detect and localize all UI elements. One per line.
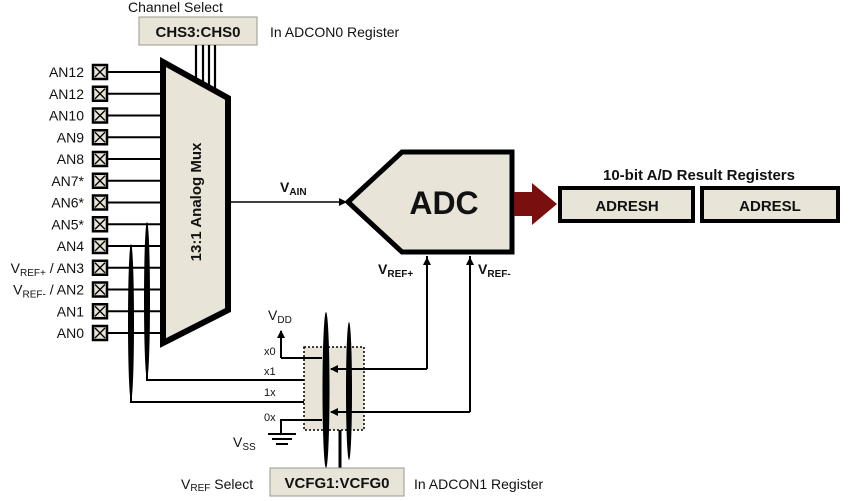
input-pin-row: AN7* [51, 172, 163, 189]
input-pin-row: AN6* [51, 194, 163, 211]
channel-select-title: Channel Select [128, 0, 223, 15]
pin-cross-mark [94, 66, 106, 78]
vref-select-title: VREF Select [181, 476, 253, 494]
vref-minus-label: VREF- [478, 261, 511, 280]
chs-register-box [138, 16, 258, 46]
input-pin-label: AN0 [57, 325, 84, 341]
switch-code-0x: 0x [264, 412, 276, 424]
pin-cross-mark [94, 284, 106, 295]
result-arrow-icon [514, 183, 557, 225]
input-pin-row: AN12 [49, 63, 163, 81]
input-pin-label: AN12 [49, 86, 84, 102]
input-pin-label: AN1 [57, 303, 84, 319]
input-pin-label: VREF- / AN2 [13, 282, 84, 301]
analog-mux [160, 56, 231, 348]
result-registers-title: 10-bit A/D Result Registers [603, 167, 795, 184]
switch-code-1x: 1x [264, 387, 276, 399]
input-pin-row: AN5* [51, 216, 163, 233]
adresl-register [700, 186, 840, 223]
adresh-register [558, 186, 695, 223]
vref-pin-routing [130, 224, 322, 403]
pin-cross-mark [94, 110, 106, 121]
switch-bus-ellipse-2 [346, 322, 352, 460]
vcfg-register-bits: VCFG1:VCFG0 [284, 475, 389, 492]
adresh-label: ADRESH [595, 198, 658, 215]
input-pin-row: AN4 [57, 237, 163, 255]
pin-cross-mark [94, 175, 106, 187]
input-pin-row: AN10 [49, 107, 163, 124]
vss-line [280, 419, 322, 433]
input-pin-label: AN12 [49, 64, 84, 80]
input-pin-label: AN10 [49, 108, 84, 124]
pin-cross-mark [94, 131, 106, 143]
vss-label: VSS [233, 434, 256, 453]
input-pin-row: VREF+ / AN3 [11, 259, 163, 279]
chs-register-note: In ADCON0 Register [270, 24, 399, 40]
input-pin-label: AN4 [57, 238, 84, 254]
vref-switch-box [303, 346, 365, 431]
input-pin-row: AN0 [57, 324, 163, 342]
pin-cross-mark [94, 153, 106, 165]
switch-code-x1: x1 [264, 366, 276, 378]
pin-cross-mark [94, 262, 106, 274]
switch-bus-ellipse-1 [322, 312, 330, 468]
input-pin-row: AN12 [49, 85, 163, 102]
input-pin-row: AN9 [57, 129, 163, 146]
pin-cross-mark [94, 327, 106, 339]
input-pin-row: AN8 [57, 150, 163, 168]
input-pin-row: AN1 [57, 303, 163, 320]
pin-cross-mark [94, 88, 106, 100]
vain-label: VAIN [280, 179, 307, 198]
input-pin-row: VREF- / AN2 [13, 281, 163, 301]
vdd-label: VDD [268, 307, 292, 326]
vref-plus-label: VREF+ [378, 261, 413, 280]
pin-cross-mark [94, 218, 106, 230]
input-pin-label: AN6* [51, 195, 84, 211]
vcfg-register-box [269, 467, 405, 497]
adc-label: ADC [409, 185, 478, 221]
channel-select-lines [194, 45, 217, 88]
switch-code-x0: x0 [264, 346, 276, 358]
ground-icon [268, 433, 296, 445]
input-pin-label: AN5* [51, 216, 84, 232]
chs-register-bits: CHS3:CHS0 [155, 24, 240, 41]
pin-cross-mark [94, 305, 106, 317]
input-pin-label: AN9 [57, 129, 84, 145]
adresl-label: ADRESL [739, 198, 801, 215]
input-pin-label: VREF+ / AN3 [11, 260, 85, 279]
input-pin-label: AN7* [51, 173, 84, 189]
input-pin-label: AN8 [57, 151, 84, 167]
pin-cross-mark [94, 197, 106, 208]
pin-cross-mark [94, 240, 106, 252]
mux-label: 13:1 Analog Mux [188, 142, 205, 261]
adc-block [344, 149, 515, 255]
vcfg-register-note: In ADCON1 Register [414, 476, 543, 492]
